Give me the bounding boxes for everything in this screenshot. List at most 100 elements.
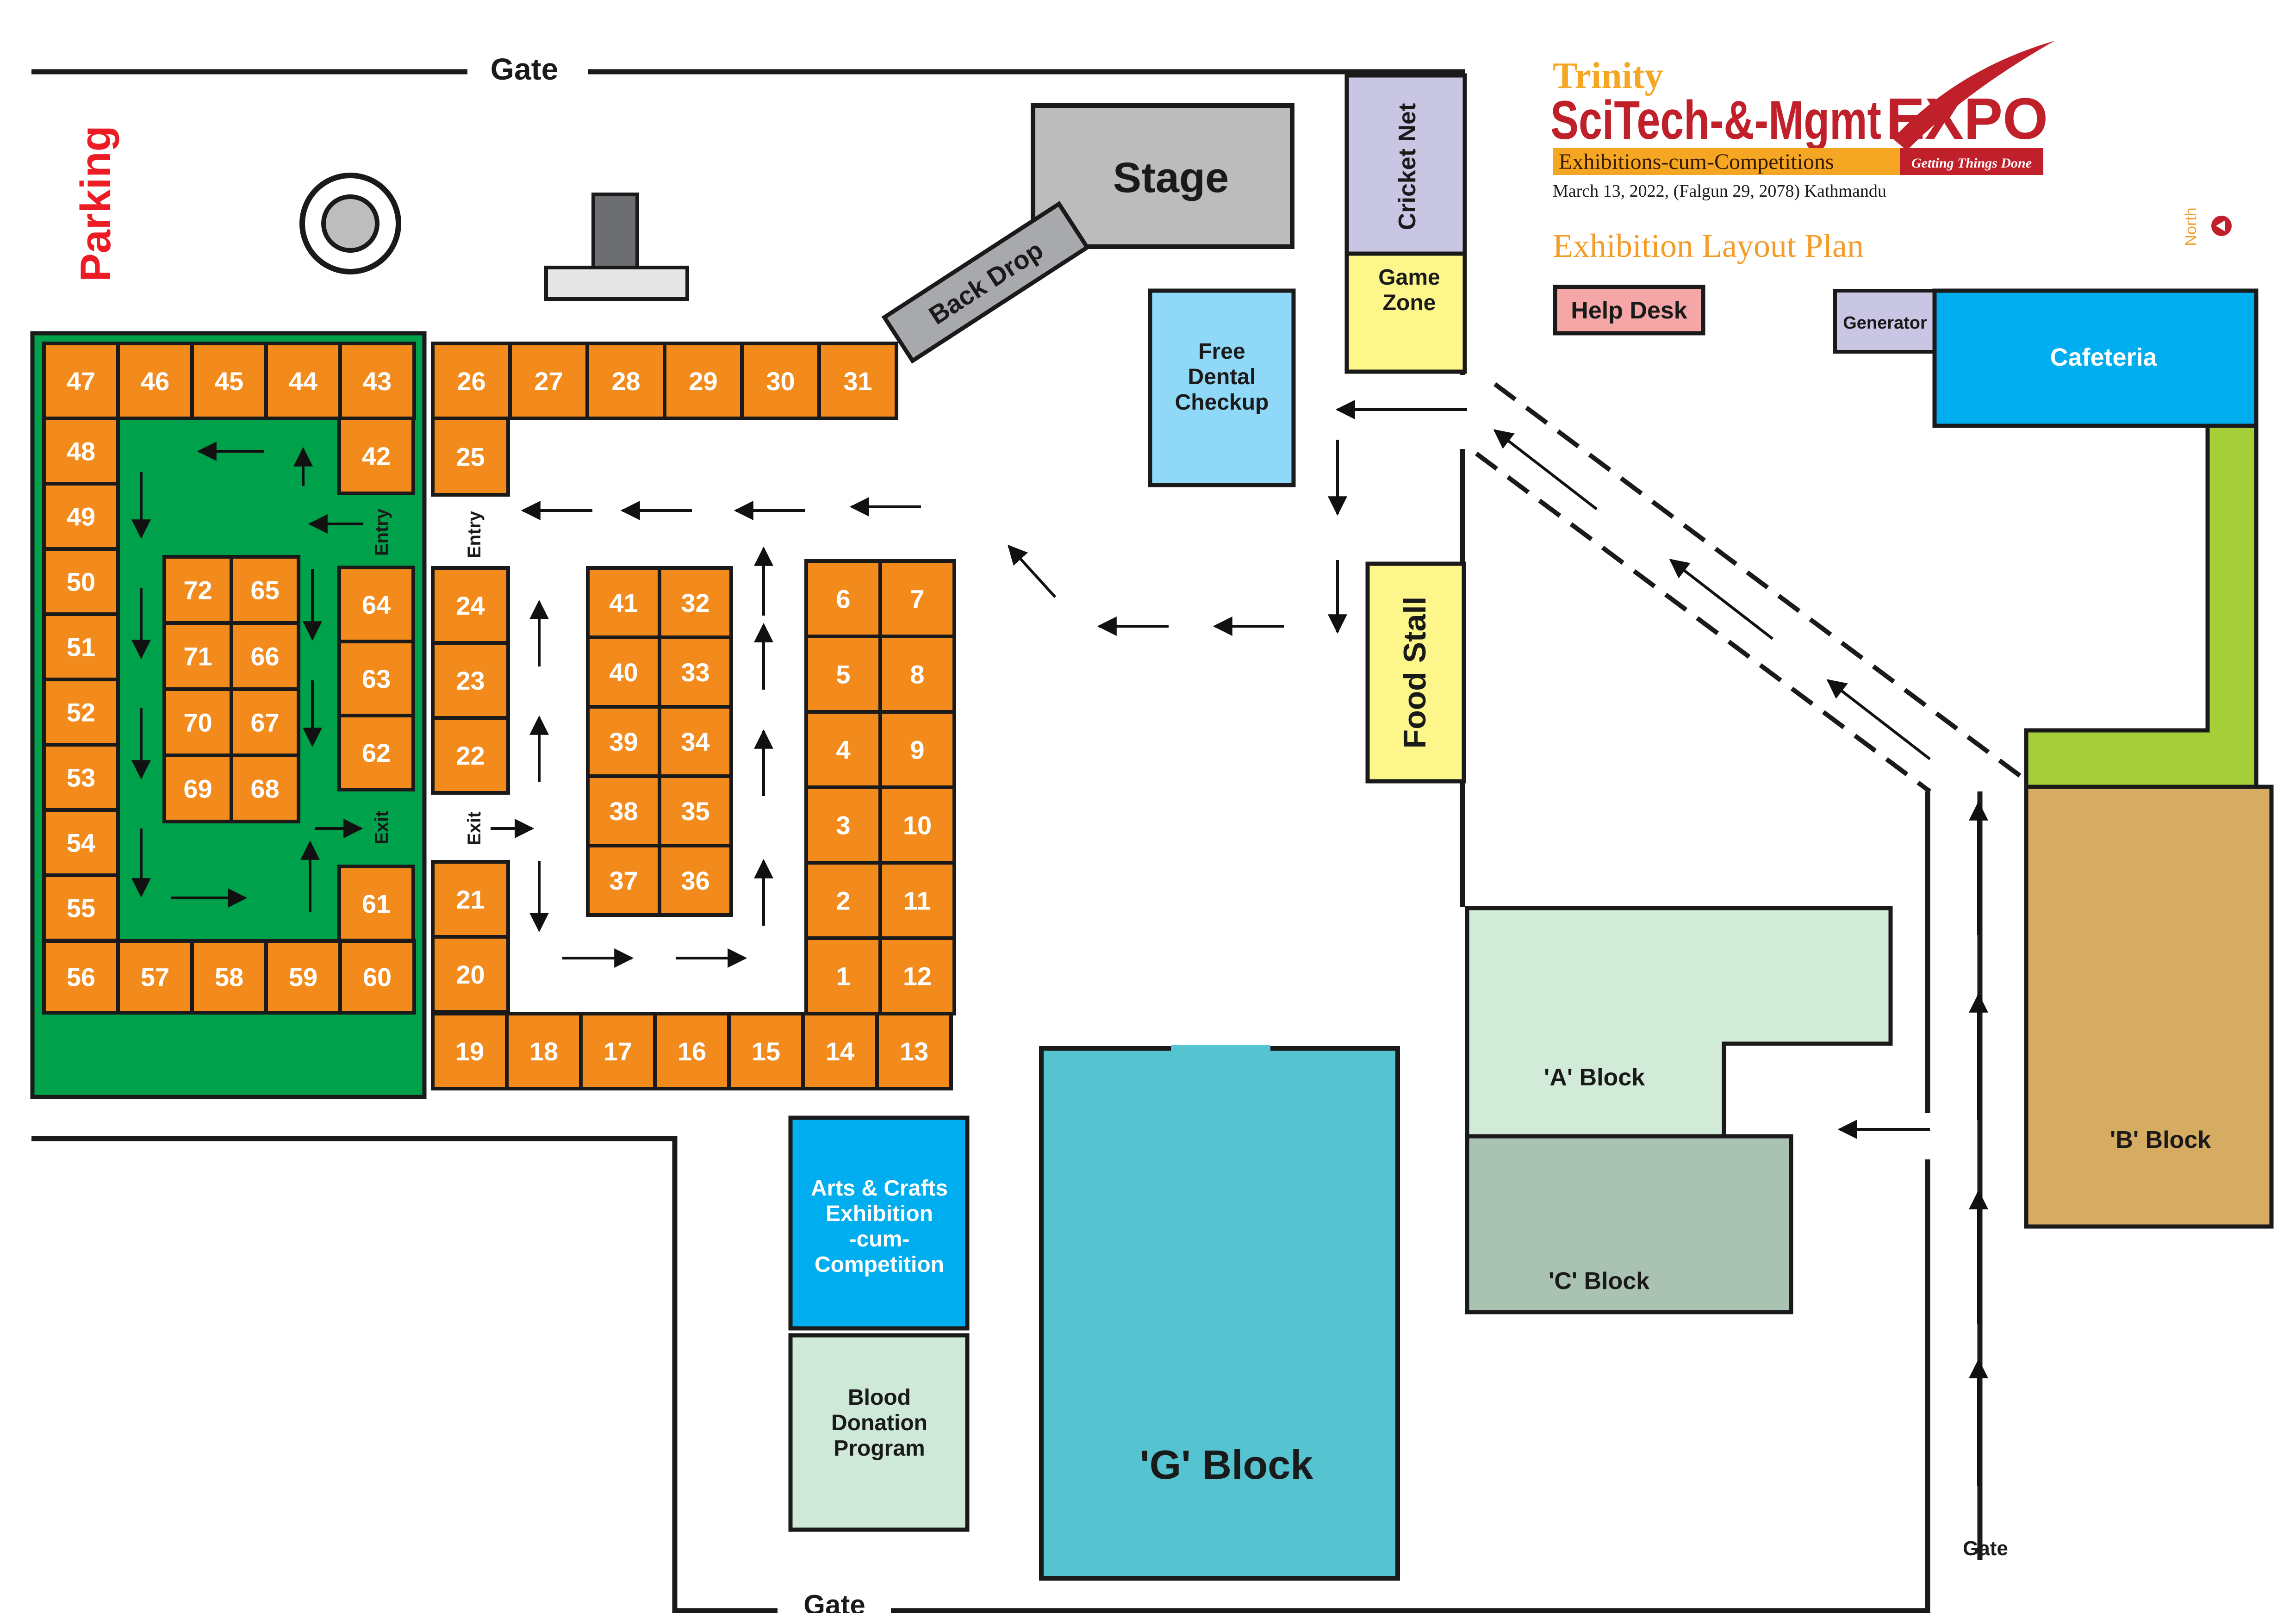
stall-number: 28: [611, 367, 640, 396]
stall-4[interactable]: 4: [804, 710, 882, 789]
stall-11[interactable]: 11: [878, 861, 956, 940]
stall-30[interactable]: 30: [740, 342, 821, 420]
stall-9[interactable]: 9: [878, 710, 956, 789]
stall-1[interactable]: 1: [804, 936, 882, 1015]
stall-number: 11: [903, 886, 931, 915]
stall-59[interactable]: 59: [264, 939, 342, 1015]
stall-29[interactable]: 29: [663, 342, 744, 420]
cafeteria: Cafeteria: [1932, 288, 2259, 428]
stall-33[interactable]: 33: [658, 635, 733, 709]
stall-number: 31: [843, 367, 872, 396]
stall-53[interactable]: 53: [42, 743, 120, 812]
stall-57[interactable]: 57: [116, 939, 194, 1015]
stall-68[interactable]: 68: [230, 754, 300, 823]
stall-25[interactable]: 25: [431, 417, 510, 497]
c-block: 'C' Block: [1465, 1134, 1793, 1314]
stall-60[interactable]: 60: [338, 939, 416, 1015]
stall-51[interactable]: 51: [42, 612, 120, 681]
stall-47[interactable]: 47: [42, 342, 120, 420]
stall-2[interactable]: 2: [804, 861, 882, 940]
stall-28[interactable]: 28: [585, 342, 666, 420]
green-exit-label: Exit: [372, 810, 392, 844]
help-desk-label: Help Desk: [1571, 297, 1687, 324]
stall-23[interactable]: 23: [431, 641, 510, 720]
dental-label-2: Dental: [1188, 365, 1256, 389]
stall-41[interactable]: 41: [586, 566, 661, 639]
stall-66[interactable]: 66: [230, 621, 300, 691]
stall-52[interactable]: 52: [42, 678, 120, 747]
stall-16[interactable]: 16: [653, 1012, 731, 1090]
stall-20[interactable]: 20: [431, 935, 510, 1014]
stall-32[interactable]: 32: [658, 566, 733, 639]
stall-17[interactable]: 17: [579, 1012, 657, 1090]
stall-27[interactable]: 27: [508, 342, 589, 420]
stall-55[interactable]: 55: [42, 873, 120, 942]
stall-7[interactable]: 7: [878, 559, 956, 638]
stall-70[interactable]: 70: [162, 687, 233, 757]
stall-21[interactable]: 21: [431, 860, 510, 939]
stall-19[interactable]: 19: [431, 1012, 509, 1090]
stall-number: 41: [609, 588, 638, 617]
stall-49[interactable]: 49: [42, 482, 120, 551]
stall-40[interactable]: 40: [586, 635, 661, 709]
stall-12[interactable]: 12: [878, 936, 956, 1015]
back-drop: Back Drop: [881, 201, 1090, 364]
stall-13[interactable]: 13: [875, 1012, 953, 1090]
stall-number: 13: [900, 1037, 928, 1066]
stall-34[interactable]: 34: [658, 705, 733, 778]
stall-63[interactable]: 63: [337, 640, 415, 717]
stall-3[interactable]: 3: [804, 785, 882, 865]
food-stall-label: Food Stall: [1397, 597, 1432, 749]
blood-label-3: Program: [834, 1436, 925, 1461]
stall-64[interactable]: 64: [337, 566, 415, 643]
stall-number: 63: [362, 664, 391, 693]
stall-8[interactable]: 8: [878, 635, 956, 714]
free-dental-checkup: Free Dental Checkup: [1148, 288, 1296, 487]
stall-number: 48: [67, 437, 95, 466]
stall-72[interactable]: 72: [162, 555, 233, 625]
stall-31[interactable]: 31: [817, 342, 898, 420]
stall-10[interactable]: 10: [878, 785, 956, 865]
stall-46[interactable]: 46: [116, 342, 194, 420]
stall-24[interactable]: 24: [431, 566, 510, 645]
stall-50[interactable]: 50: [42, 547, 120, 616]
stall-6[interactable]: 6: [804, 559, 882, 638]
blood-label-1: Blood: [848, 1385, 911, 1410]
stall-36[interactable]: 36: [658, 844, 733, 917]
stall-number: 3: [836, 811, 850, 840]
roundabout-icon: [299, 173, 401, 274]
stall-42[interactable]: 42: [337, 417, 415, 495]
stall-22[interactable]: 22: [431, 716, 510, 795]
stall-54[interactable]: 54: [42, 808, 120, 877]
brand-top: Trinity: [1553, 56, 1663, 96]
stall-38[interactable]: 38: [586, 774, 661, 847]
stall-69[interactable]: 69: [162, 754, 233, 823]
stall-5[interactable]: 5: [804, 635, 882, 714]
stall-number: 64: [362, 590, 391, 619]
north-indicator: North: [2182, 207, 2232, 246]
stall-58[interactable]: 58: [190, 939, 268, 1015]
stall-65[interactable]: 65: [230, 555, 300, 625]
stall-45[interactable]: 45: [190, 342, 268, 420]
stall-number: 18: [529, 1037, 558, 1066]
stall-39[interactable]: 39: [586, 705, 661, 778]
stall-37[interactable]: 37: [586, 844, 661, 917]
stall-71[interactable]: 71: [162, 621, 233, 691]
stall-43[interactable]: 43: [338, 342, 416, 420]
stall-48[interactable]: 48: [42, 417, 120, 486]
stall-number: 68: [250, 774, 279, 803]
stall-61[interactable]: 61: [337, 865, 415, 942]
stall-number: 6: [836, 585, 850, 614]
stall-44[interactable]: 44: [264, 342, 342, 420]
stall-67[interactable]: 67: [230, 687, 300, 757]
stall-15[interactable]: 15: [727, 1012, 805, 1090]
stall-18[interactable]: 18: [505, 1012, 583, 1090]
stall-56[interactable]: 56: [42, 939, 120, 1015]
gate-top-label: Gate: [491, 52, 559, 86]
stall-35[interactable]: 35: [658, 774, 733, 847]
stall-62[interactable]: 62: [337, 714, 415, 791]
stall-14[interactable]: 14: [801, 1012, 879, 1090]
stall-26[interactable]: 26: [431, 342, 512, 420]
blood-label-2: Donation: [831, 1411, 927, 1435]
